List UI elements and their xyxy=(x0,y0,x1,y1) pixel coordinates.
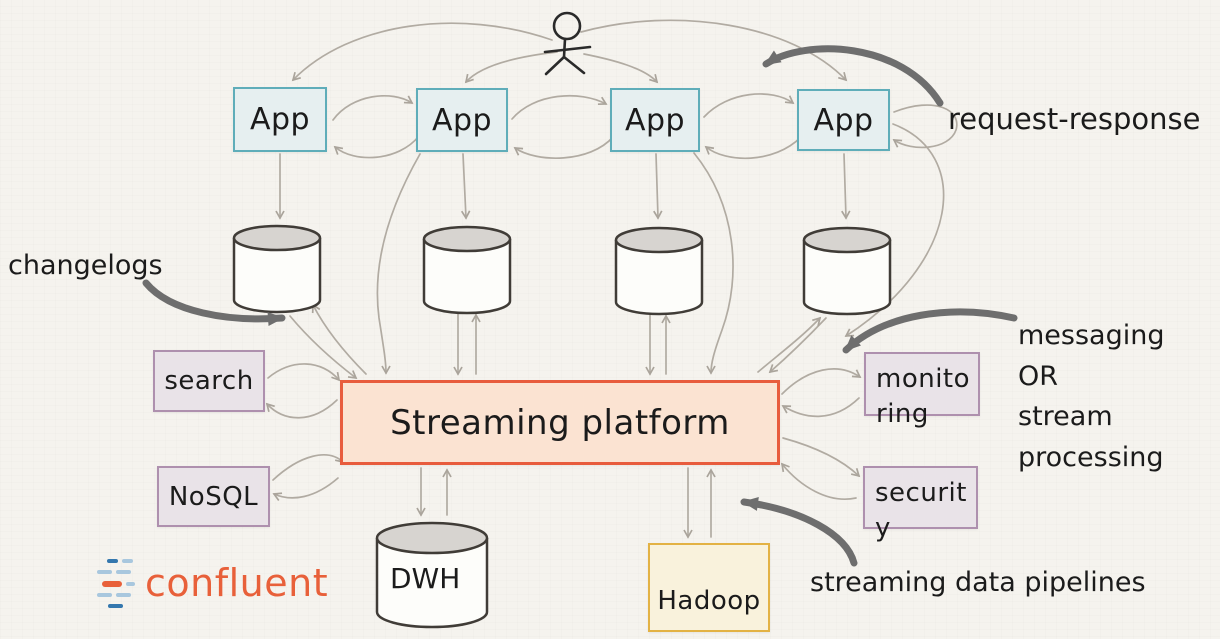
app-box-3: App xyxy=(610,88,700,152)
edge-user-app1 xyxy=(291,22,553,82)
nosql-label: NoSQL xyxy=(168,481,259,512)
app-box-4: App xyxy=(797,89,890,151)
annotation-streaming-data-pipelines: streaming data pipelines xyxy=(810,567,1146,598)
db-cylinder-2 xyxy=(422,225,512,315)
app-label: App xyxy=(813,102,874,138)
loop-platform-search xyxy=(265,399,338,419)
loop-app1-app2-a xyxy=(332,95,414,121)
edge-user-app3 xyxy=(583,53,659,84)
thin-connectors xyxy=(265,19,958,539)
confluent-logo-text: confluent xyxy=(145,561,329,605)
loop-security-platform xyxy=(780,462,857,500)
loop-app1-app2-b xyxy=(333,135,420,159)
loop-app4-right xyxy=(892,104,958,149)
streaming-platform-box: Streaming platform xyxy=(340,380,780,465)
loop-app2-app3-a xyxy=(511,94,608,120)
edge-app2-platform xyxy=(376,153,421,375)
edge-app4-db4 xyxy=(841,153,851,220)
app-label: App xyxy=(624,102,686,138)
security-label: security xyxy=(875,478,967,544)
confluent-logo: confluent xyxy=(95,553,328,613)
edge-user-app2 xyxy=(464,51,558,84)
dwh-cylinder xyxy=(375,521,489,629)
db-cylinder-4 xyxy=(802,226,892,316)
confluent-logo-mark xyxy=(97,559,135,608)
app-label: App xyxy=(431,102,493,138)
app-label: App xyxy=(249,102,311,137)
search-box: search xyxy=(153,350,265,412)
monitoring-box: monitoring xyxy=(864,352,980,429)
edge-platform-db4 xyxy=(757,316,822,373)
dwh-label: DWH xyxy=(390,562,461,595)
loop-search-platform xyxy=(267,363,341,382)
edge-user-app4 xyxy=(580,19,848,82)
hadoop-label: Hadoop xyxy=(657,586,761,616)
pipelines-arrow xyxy=(740,496,858,567)
app-box-1: App xyxy=(233,87,327,152)
annotation-arrows xyxy=(142,45,1018,567)
messaging-arrow xyxy=(842,308,1018,354)
hadoop-box: Hadoop xyxy=(648,543,770,632)
loop-app3-app4-a xyxy=(703,93,795,118)
edge-app3-platform xyxy=(693,152,734,375)
edge-platform-db1 xyxy=(311,303,367,375)
loop-platform-monitoring xyxy=(781,368,862,395)
app-box-2: App xyxy=(416,88,508,152)
loop-monitoring-platform xyxy=(781,397,860,418)
request-response-arrow xyxy=(762,45,944,107)
db-cylinder-1 xyxy=(232,224,322,314)
streaming-platform-label: Streaming platform xyxy=(390,402,730,443)
annotation-changelogs: changelogs xyxy=(8,250,163,281)
annotation-messaging-or-stream-processing: messaging OR stream processing xyxy=(1018,320,1165,473)
edge-db1-platform xyxy=(289,315,358,380)
monitoring-label: monitoring xyxy=(876,364,971,430)
edge-app3-db3 xyxy=(653,153,663,220)
db-cylinder-3 xyxy=(614,226,704,316)
changelogs-arrow xyxy=(142,279,286,327)
nosql-box: NoSQL xyxy=(157,466,270,527)
loop-platform-security xyxy=(782,437,861,478)
annotation-request-response: request-response xyxy=(948,102,1201,136)
loop-platform-nosql xyxy=(272,477,339,501)
security-box: security xyxy=(863,466,978,543)
loop-app2-app3-b xyxy=(513,136,614,159)
edge-db4-platform xyxy=(768,317,827,374)
search-label: search xyxy=(164,366,254,396)
user-icon xyxy=(543,11,592,76)
edge-app2-db2 xyxy=(460,153,471,220)
loop-app3-app4-b xyxy=(704,136,802,160)
db-cylinders xyxy=(232,224,892,629)
loop-nosql-platform xyxy=(272,454,345,481)
